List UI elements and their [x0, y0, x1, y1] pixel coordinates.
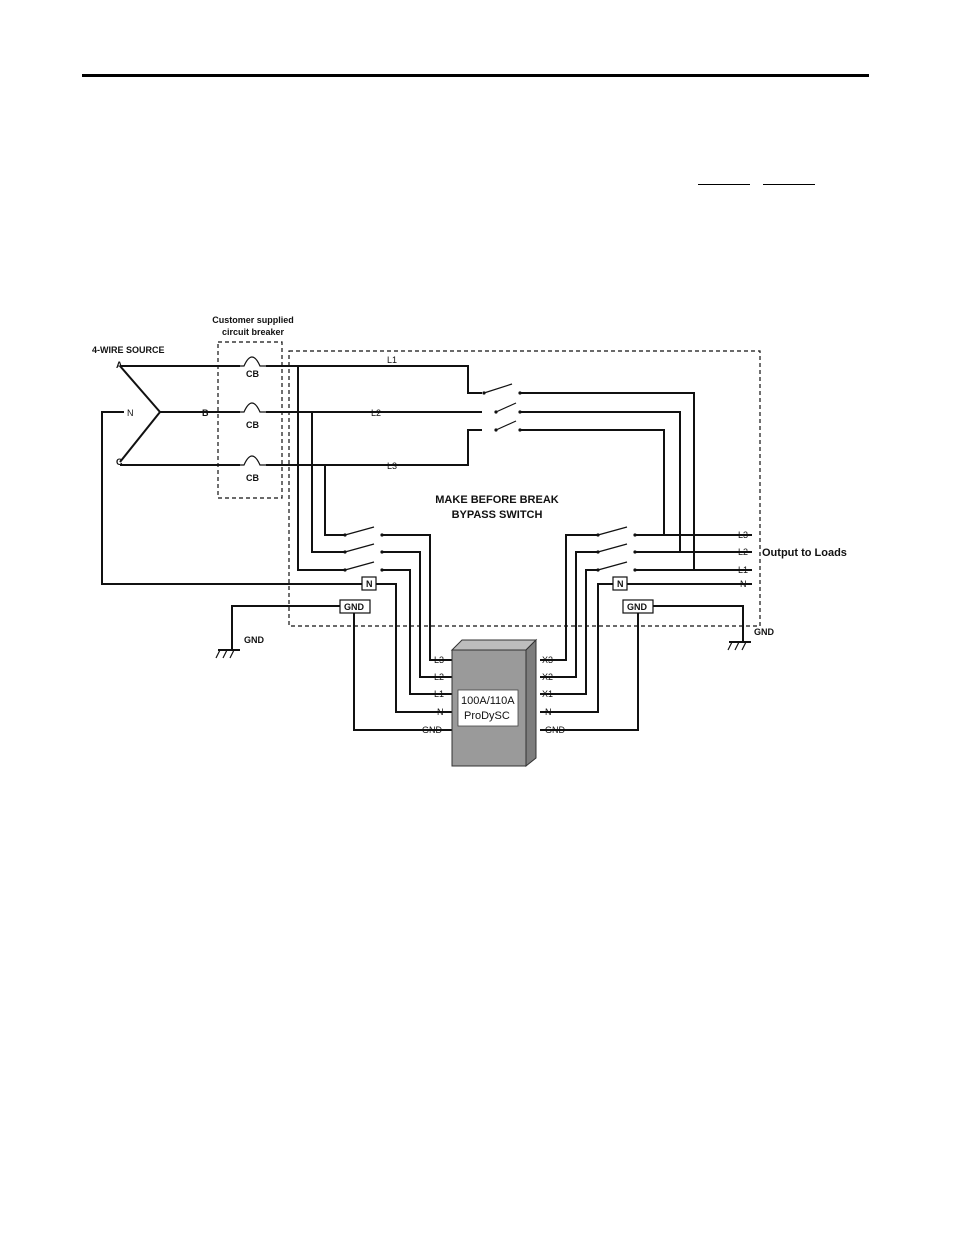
source-wye [120, 366, 160, 462]
unit-right-terminal: X3 [542, 655, 553, 665]
unit-out-x3 [540, 535, 598, 660]
unit-left-terminal: GND [422, 725, 443, 735]
source-label: 4-WIRE SOURCE [92, 345, 165, 355]
neutral-block-right-label: N [617, 579, 624, 589]
breaker-label: CB [246, 473, 259, 483]
unit-left-terminal: L3 [434, 655, 444, 665]
bypass-out-l1 [520, 393, 752, 570]
unit-in-l3 [382, 535, 452, 660]
tap-l3 [325, 465, 345, 535]
unit-left-terminal: L2 [434, 672, 444, 682]
ground-symbol-right [728, 642, 751, 650]
unit-right-terminal: N [545, 707, 552, 717]
input-switch-bank [343, 527, 383, 572]
breaker-title-2: circuit breaker [222, 327, 285, 337]
tap-l2 [312, 412, 345, 552]
bypass-out-l3 [520, 430, 752, 535]
breaker-2: CB [240, 403, 266, 430]
bypass-out-l2 [520, 412, 752, 552]
unit-name-2: ProDySC [464, 710, 510, 722]
prodysc-unit: 100A/110A ProDySC [452, 640, 536, 766]
output-terminal-l1: L1 [738, 565, 748, 575]
output-label: Output to Loads [762, 547, 847, 559]
output-terminal-l3: L3 [738, 530, 748, 540]
unit-left-terminal: L1 [434, 689, 444, 699]
bypass-title-2: BYPASS SWITCH [452, 509, 543, 521]
output-terminal-l2: L2 [738, 547, 748, 557]
label-l3: L3 [387, 461, 397, 471]
neutral-block-left-label: N [366, 579, 373, 589]
ground-block-right-label: GND [627, 602, 648, 612]
ground-wire-right [653, 606, 743, 642]
ground-label-right: GND [754, 627, 775, 637]
tap-l1 [298, 366, 345, 570]
bypass-switch-top [482, 384, 521, 432]
unit-right-terminal: X1 [542, 689, 553, 699]
bypass-title-1: MAKE BEFORE BREAK [435, 494, 559, 506]
output-switch-bank [596, 527, 636, 572]
breaker-label: CB [246, 369, 259, 379]
unit-right-terminal: X2 [542, 672, 553, 682]
terminal-n: N [127, 408, 134, 418]
unit-left-terminal: N [437, 707, 444, 717]
breaker-title-1: Customer supplied [212, 315, 294, 325]
ground-label-left: GND [244, 635, 265, 645]
breaker-label: CB [246, 420, 259, 430]
label-l2: L2 [371, 408, 381, 418]
unit-right-terminal: GND [545, 725, 566, 735]
breaker-3: CB [240, 456, 266, 483]
ground-block-left-label: GND [344, 602, 365, 612]
breaker-1: CB [240, 357, 266, 379]
unit-name-1: 100A/110A [461, 695, 515, 707]
label-l1: L1 [387, 355, 397, 365]
ground-symbol-left [216, 650, 240, 658]
